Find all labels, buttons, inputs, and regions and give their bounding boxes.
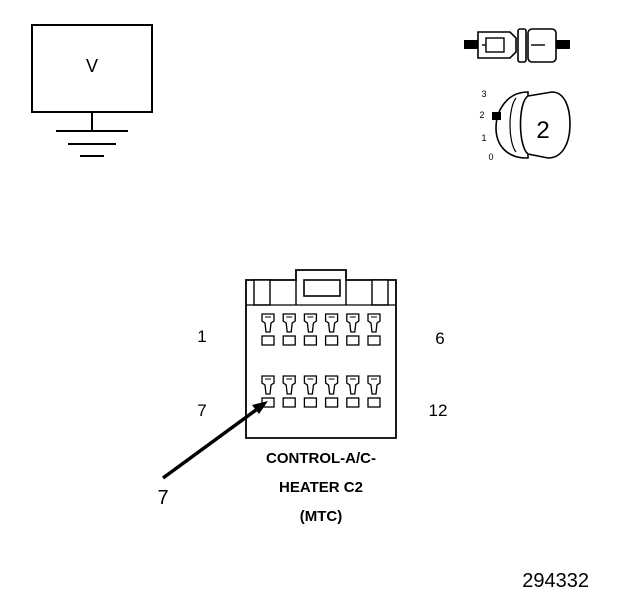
- voltmeter-box: [31, 24, 153, 113]
- terminal-pin-10: [324, 375, 339, 408]
- connector-latch: [303, 279, 341, 297]
- connector-name-line-3: (MTC): [300, 508, 342, 525]
- terminal-pin-8: [282, 375, 296, 408]
- voltmeter: V: [31, 24, 153, 157]
- ignition-key-label: 2: [536, 117, 549, 144]
- ignition-key-icon: 3 2 1 0 2: [479, 89, 571, 162]
- probe-arrow: [161, 401, 268, 480]
- pin-label-6: 6: [435, 329, 444, 348]
- ignition-position-1: 1: [481, 133, 486, 143]
- pin-label-7: 7: [197, 401, 206, 420]
- terminal-row-top: [261, 313, 381, 346]
- terminal-pin-2: [282, 313, 296, 346]
- figure-number: 294332: [522, 570, 589, 592]
- pin-label-1: 1: [197, 327, 206, 346]
- pin-label-12: 12: [429, 401, 448, 420]
- connector-disconnect-icon: [464, 28, 570, 63]
- ignition-position-0: 0: [488, 152, 493, 162]
- connector-name-line-2: HEATER C2: [279, 479, 363, 496]
- probe-pin-label: 7: [157, 487, 168, 509]
- terminal-pin-9: [303, 375, 318, 408]
- connector-name: CONTROL-A/C- HEATER C2 (MTC): [266, 450, 376, 525]
- ground-icon: [56, 130, 128, 157]
- terminal-pin-3: [303, 313, 318, 346]
- terminal-pin-4: [324, 313, 339, 346]
- terminal-pin-6: [367, 313, 381, 346]
- terminal-row-bottom: [261, 375, 381, 408]
- ignition-position-3: 3: [481, 89, 486, 99]
- terminal-pin-1: [261, 313, 275, 346]
- voltmeter-label: V: [86, 56, 98, 76]
- terminal-pin-12: [367, 375, 381, 408]
- connector-face: [245, 269, 397, 439]
- terminal-pin-5: [346, 313, 360, 346]
- terminal-pin-11: [346, 375, 360, 408]
- connector-name-line-1: CONTROL-A/C-: [266, 450, 376, 467]
- ignition-position-2: 2: [479, 110, 484, 120]
